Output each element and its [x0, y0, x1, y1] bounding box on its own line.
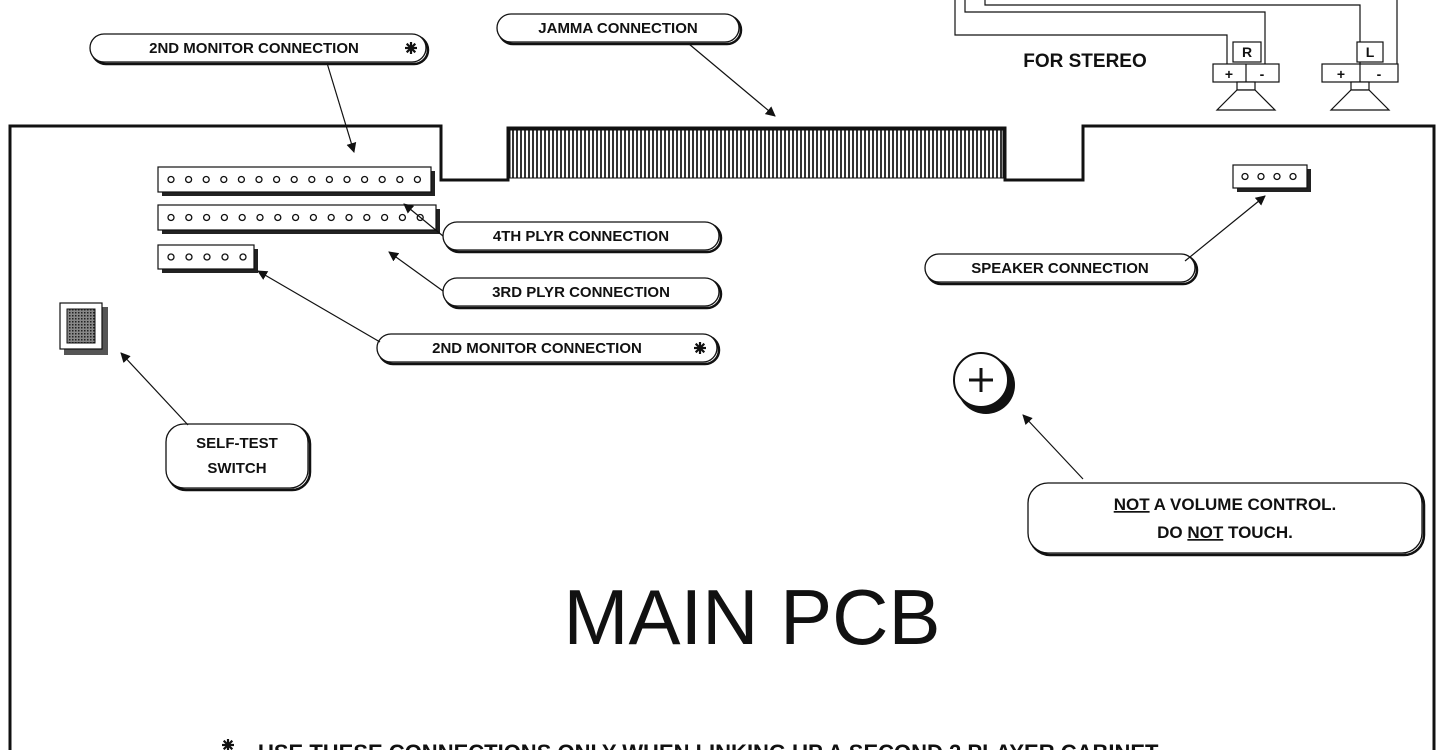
connector-pin: [239, 253, 247, 261]
svg-text:SELF-TEST: SELF-TEST: [196, 435, 278, 452]
svg-text:SWITCH: SWITCH: [207, 460, 266, 477]
svg-text:2ND MONITOR CONNECTION: 2ND MONITOR CONNECTION: [149, 40, 359, 57]
connector-pin: [256, 213, 264, 222]
callout-speaker: SPEAKER CONNECTION: [924, 253, 1199, 286]
connector-pin: [185, 213, 193, 222]
left-channel-label: L: [1356, 41, 1384, 63]
connector-pin: [343, 175, 351, 184]
connector-pin: [203, 253, 211, 261]
connector-pin: [398, 213, 407, 222]
right-channel-label: R: [1232, 41, 1262, 63]
asterisk-icon: [405, 42, 417, 54]
connector-pin: [378, 175, 386, 184]
svg-text:3RD PLYR CONNECTION: 3RD PLYR CONNECTION: [492, 284, 670, 301]
connector-pin: [345, 213, 353, 222]
connector-pin: [380, 213, 389, 222]
connector-pin: [309, 213, 318, 222]
connector-pin: [360, 175, 369, 184]
callout-monitor-bottom: 2ND MONITOR CONNECTION: [376, 333, 721, 366]
connector-pin: [274, 213, 282, 222]
svg-text:SPEAKER CONNECTION: SPEAKER CONNECTION: [971, 260, 1149, 277]
connector-pin: [202, 213, 211, 222]
footnote-asterisk-icon: [222, 739, 234, 750]
connector-pin: [220, 213, 229, 222]
connector-pin: [238, 213, 246, 222]
speaker-connector: [1232, 164, 1311, 192]
right-minus-mark: -: [1260, 66, 1265, 82]
svg-text:R: R: [1242, 44, 1252, 60]
right-plus-mark: +: [1225, 66, 1233, 82]
svg-text:JAMMA CONNECTION: JAMMA CONNECTION: [538, 20, 697, 37]
connector-pin: [308, 175, 316, 184]
connector-pin: [237, 175, 246, 184]
callout-self-test: SELF-TEST SWITCH: [165, 423, 312, 492]
connector-pin: [396, 175, 404, 184]
connector-pin: [220, 175, 228, 184]
stereo-wiring: [954, 0, 1398, 66]
board-title: MAIN PCB: [563, 573, 940, 661]
connector-pin: [1289, 172, 1297, 181]
connector-pin: [167, 213, 175, 222]
left-plus-mark: +: [1337, 66, 1345, 82]
for-stereo-label: FOR STEREO: [1023, 51, 1147, 72]
svg-text:L: L: [1366, 44, 1375, 60]
self-test-switch: [59, 302, 108, 355]
connector-pin: [327, 213, 335, 222]
monitor-connector-small: [157, 244, 258, 273]
connector-pin: [272, 175, 281, 184]
svg-text:4TH PLYR CONNECTION: 4TH PLYR CONNECTION: [493, 228, 669, 245]
connector-pin: [1241, 172, 1249, 181]
connector-pin: [255, 175, 263, 184]
asterisk-icon: [694, 342, 706, 354]
connector-pin: [413, 175, 422, 184]
connector-pin: [184, 175, 193, 184]
connector-pin: [363, 213, 371, 222]
pcb-outline: [8, 124, 1436, 750]
monitor-connector-top: [157, 166, 435, 196]
potentiometer: [953, 352, 1015, 414]
callout-monitor-top: 2ND MONITOR CONNECTION: [89, 33, 430, 66]
speaker-icon-right: [1212, 63, 1280, 111]
connector-pin: [167, 175, 175, 184]
connector-pin: [1273, 172, 1281, 181]
player-connector: [157, 204, 440, 234]
callout-third-player: 3RD PLYR CONNECTION: [442, 277, 723, 310]
callout-volume-warning: NOT A VOLUME CONTROL. DO NOT TOUCH.: [1027, 482, 1426, 557]
jamma-edge-connector: [509, 129, 1004, 179]
connector-pin: [221, 253, 229, 261]
connector-pin: [325, 175, 334, 184]
svg-text:NOT A VOLUME CONTROL.: NOT A VOLUME CONTROL.: [1114, 495, 1337, 514]
connector-pin: [291, 213, 300, 222]
svg-text:2ND MONITOR CONNECTION: 2ND MONITOR CONNECTION: [432, 340, 642, 357]
callout-jamma: JAMMA CONNECTION: [496, 13, 743, 46]
callout-fourth-player: 4TH PLYR CONNECTION: [442, 221, 723, 254]
connector-pin: [1257, 172, 1265, 181]
connector-pin: [167, 253, 175, 261]
connector-pin: [202, 175, 210, 184]
speaker-icon-left: [1321, 63, 1399, 111]
left-minus-mark: -: [1377, 66, 1382, 82]
connector-pin: [290, 175, 298, 184]
svg-text:DO NOT TOUCH.: DO NOT TOUCH.: [1157, 523, 1293, 542]
connector-pin: [185, 253, 193, 261]
